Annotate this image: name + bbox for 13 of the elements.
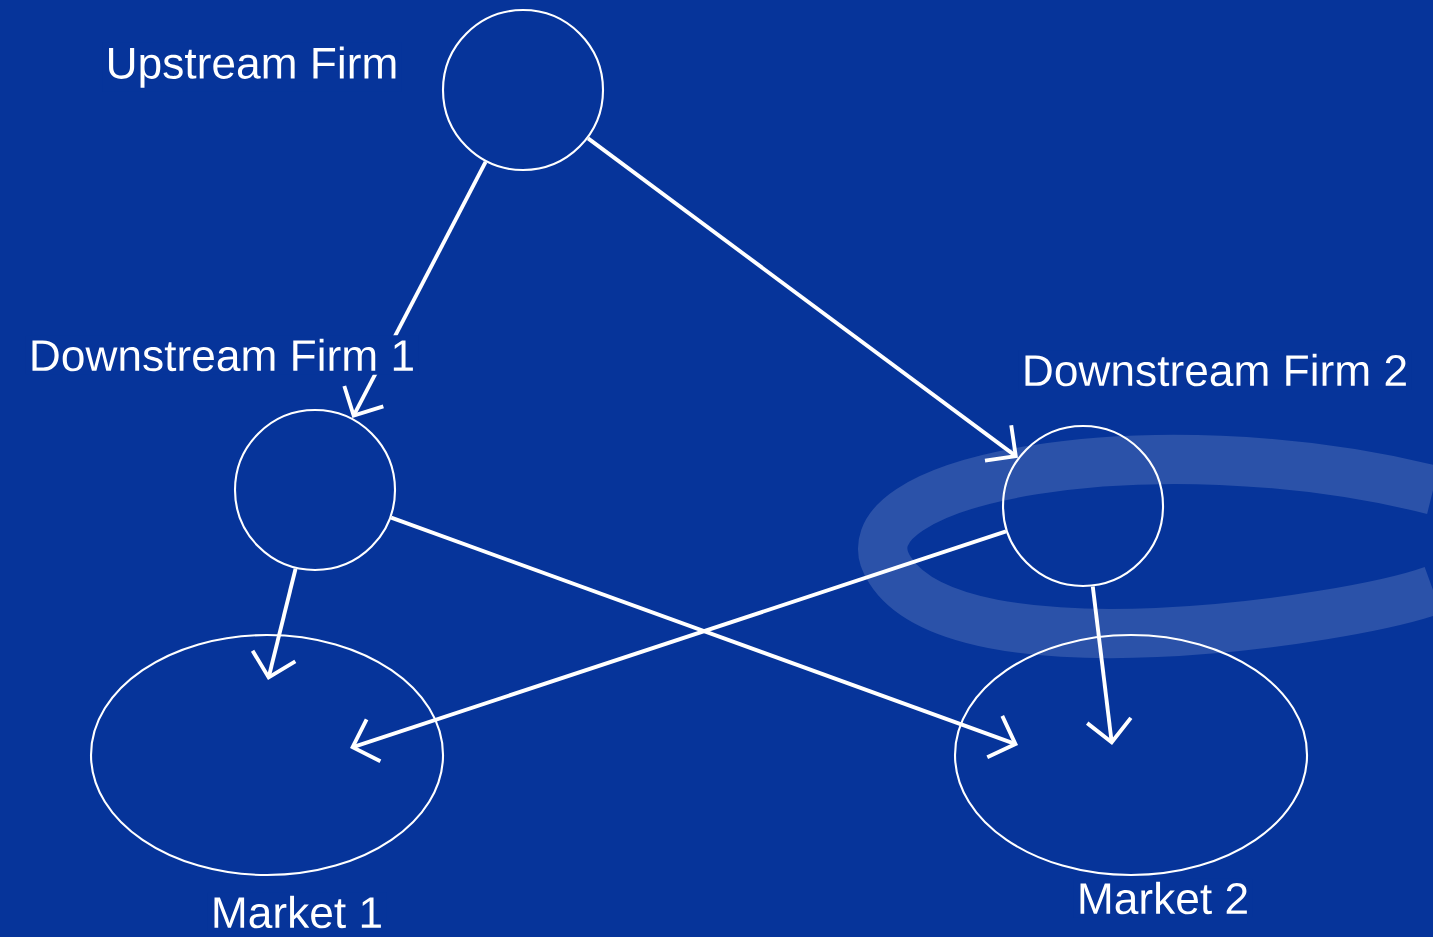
node-label: Market 1 bbox=[207, 892, 387, 932]
market-ellipse bbox=[953, 633, 1309, 877]
circle-node bbox=[1001, 424, 1165, 588]
node-label: Downstream Firm 1 bbox=[25, 335, 419, 375]
arrow bbox=[586, 136, 1018, 463]
node-label: Downstream Firm 2 bbox=[1018, 350, 1412, 390]
market-ellipse bbox=[89, 633, 445, 877]
circle-node bbox=[441, 8, 605, 172]
arrow bbox=[250, 568, 298, 681]
node-label: Upstream Firm bbox=[102, 42, 402, 92]
circle-node bbox=[233, 408, 397, 572]
arrow bbox=[1086, 586, 1133, 746]
node-label: Market 2 bbox=[1073, 878, 1253, 918]
